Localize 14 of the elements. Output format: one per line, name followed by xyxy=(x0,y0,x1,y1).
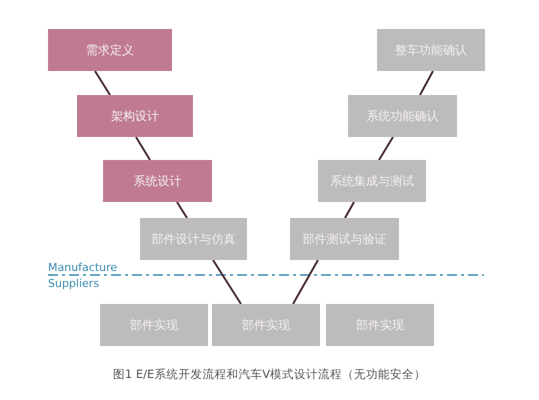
figure-caption: 图1 E/E系统开发流程和汽车V模式设计流程（无功能安全） xyxy=(112,367,428,382)
connector-line xyxy=(94,70,111,96)
design-step-box: 架构设计 xyxy=(77,95,193,137)
zone-label: Suppliers xyxy=(48,277,100,290)
connector-line xyxy=(378,136,394,161)
connector-line xyxy=(419,70,434,96)
connector-line xyxy=(344,202,355,218)
connector-line xyxy=(176,201,188,219)
zone-label: Manufacture xyxy=(48,261,118,274)
connector-line xyxy=(292,260,319,304)
design-step-box: 系统设计 xyxy=(103,160,212,202)
design-step-box: 需求定义 xyxy=(48,29,172,71)
connector-line xyxy=(135,136,151,161)
connector-line xyxy=(212,259,242,305)
